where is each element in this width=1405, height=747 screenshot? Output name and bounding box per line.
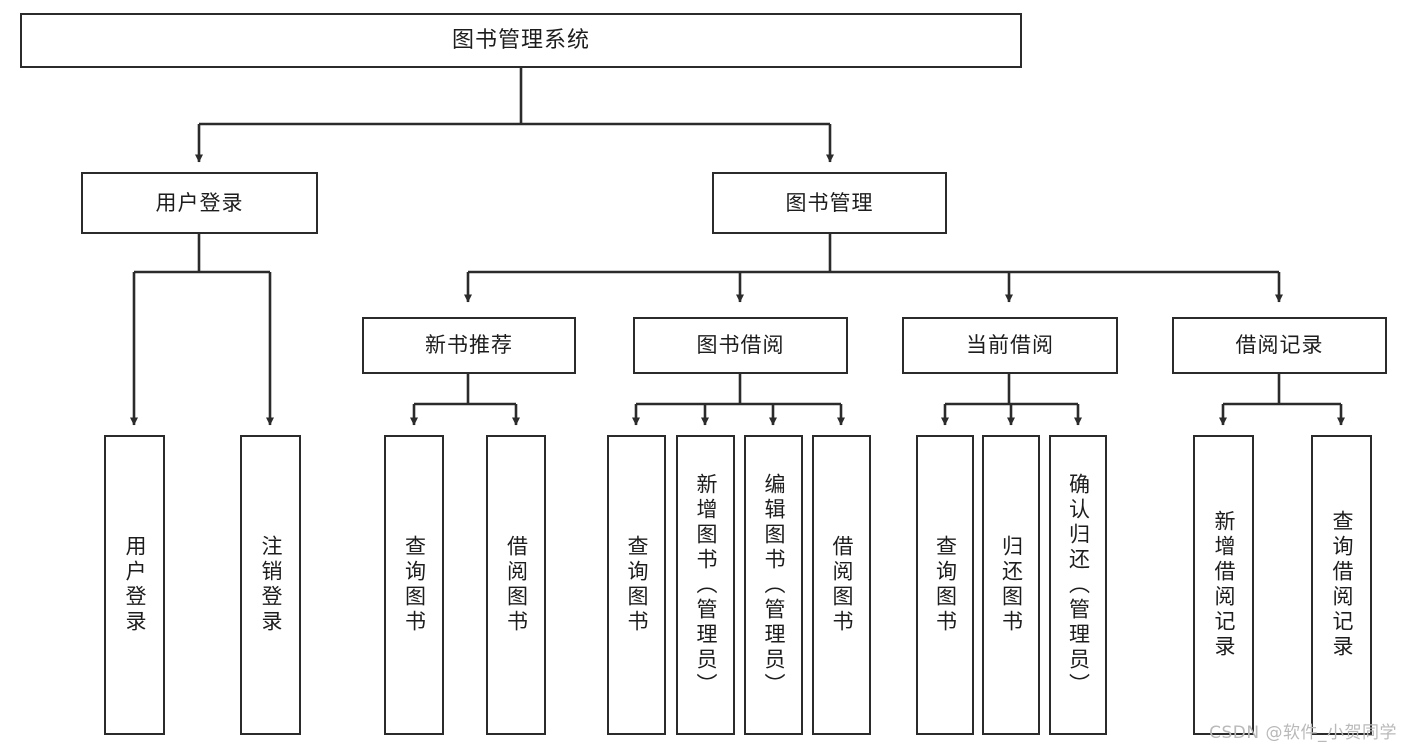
node-current-borrow[interactable]: 当前借阅 [902,317,1118,374]
leaf-user-login[interactable]: 用户登录 [104,435,165,735]
node-label: 确认归还（管理员） [1066,472,1091,698]
leaf-query-borrow-record[interactable]: 查询借阅记录 [1311,435,1372,735]
leaf-query-book-current[interactable]: 查询图书 [916,435,974,735]
node-label: 新增图书（管理员） [694,472,718,698]
leaf-add-borrow-record[interactable]: 新增借阅记录 [1193,435,1254,735]
node-book-borrow[interactable]: 图书借阅 [633,317,848,374]
node-label: 新书推荐 [425,333,513,358]
node-label: 归还图书 [999,535,1024,635]
node-label: 借阅图书 [830,535,854,635]
node-borrow-record[interactable]: 借阅记录 [1172,317,1387,374]
node-label: 图书借阅 [696,333,785,358]
leaf-return-book[interactable]: 归还图书 [982,435,1040,735]
leaf-confirm-return[interactable]: 确认归还（管理员） [1049,435,1107,735]
node-label: 用户登录 [155,190,244,215]
node-label: 图书管理系统 [451,27,590,53]
watermark: CSDN @软件_小贺同学 [1209,723,1397,743]
node-label: 借阅图书 [504,535,529,635]
node-root-book-management-system[interactable]: 图书管理系统 [20,13,1022,68]
node-label: 查询图书 [402,535,427,635]
node-label: 查询图书 [625,535,649,635]
node-label: 新增借阅记录 [1212,510,1236,660]
leaf-logout-login[interactable]: 注销登录 [240,435,301,735]
leaf-query-book-borrow[interactable]: 查询图书 [607,435,666,735]
node-label: 用户登录 [123,535,147,635]
node-book-manage[interactable]: 图书管理 [712,172,947,234]
node-label: 查询图书 [933,535,958,635]
node-new-book-recommend[interactable]: 新书推荐 [362,317,576,374]
node-label: 当前借阅 [966,333,1054,358]
leaf-add-book[interactable]: 新增图书（管理员） [676,435,735,735]
leaf-query-book-recommend[interactable]: 查询图书 [384,435,444,735]
leaf-borrow-book[interactable]: 借阅图书 [812,435,871,735]
node-label: 查询借阅记录 [1330,510,1354,660]
node-label: 编辑图书（管理员） [762,472,786,698]
node-label: 借阅记录 [1235,333,1324,358]
node-label: 注销登录 [259,535,283,635]
node-user-login[interactable]: 用户登录 [81,172,318,234]
leaf-borrow-book-recommend[interactable]: 借阅图书 [486,435,546,735]
leaf-edit-book[interactable]: 编辑图书（管理员） [744,435,803,735]
node-label: 图书管理 [785,190,874,215]
